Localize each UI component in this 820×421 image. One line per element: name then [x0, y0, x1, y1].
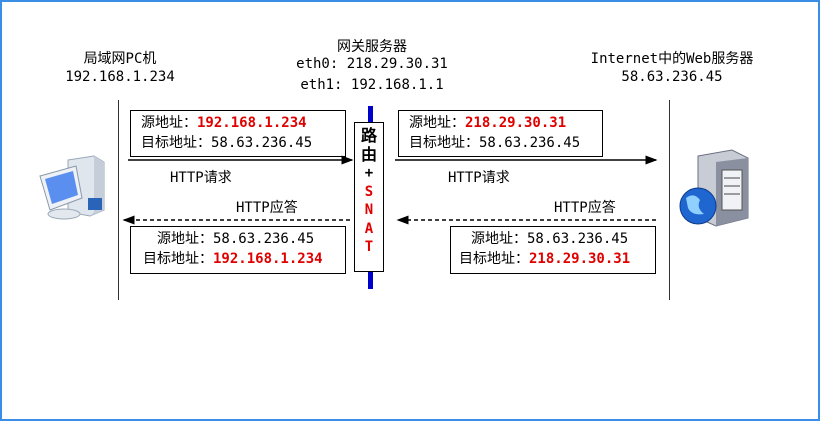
left-host-title: 局域网PC机: [83, 51, 157, 67]
nat-char: N: [364, 202, 374, 218]
src-ip: 218.29.30.31: [465, 115, 567, 131]
src-label: 源地址：: [157, 231, 213, 247]
nat-box: 路 由 + S N A T: [354, 122, 384, 272]
dst-ip: 218.29.30.31: [529, 251, 631, 267]
left-host-ip: 192.168.1.234: [65, 69, 175, 85]
nat-char: 路: [360, 126, 377, 145]
request-right-box: 源地址：218.29.30.31 目标地址：58.63.236.45: [398, 110, 603, 157]
dst-label: 目标地址：: [409, 135, 479, 151]
dst-ip: 58.63.236.45: [211, 135, 313, 151]
src-label: 源地址：: [409, 115, 465, 131]
src-ip: 58.63.236.45: [213, 231, 315, 247]
dst-label: 目标地址：: [459, 251, 529, 267]
src-label: 源地址：: [141, 115, 197, 131]
http-response-label-left: HTTP应答: [236, 200, 298, 216]
http-request-label-right: HTTP请求: [448, 170, 510, 186]
nat-char: T: [364, 239, 374, 255]
nat-char: +: [364, 165, 374, 181]
gateway-title: 网关服务器: [337, 39, 407, 55]
right-host-ip: 58.63.236.45: [621, 69, 723, 85]
pc-icon: [39, 155, 105, 220]
server-icon: [679, 149, 749, 227]
http-response-label-right: HTTP应答: [554, 200, 616, 216]
gateway-eth1: eth1: 192.168.1.1: [300, 77, 444, 93]
dst-label: 目标地址：: [141, 135, 211, 151]
src-label: 源地址：: [471, 231, 527, 247]
dst-ip: 192.168.1.234: [213, 251, 323, 267]
dst-ip: 58.63.236.45: [479, 135, 581, 151]
gateway-eth0: eth0: 218.29.30.31: [296, 56, 448, 72]
src-ip: 192.168.1.234: [197, 115, 307, 131]
right-host-line: [669, 100, 670, 300]
src-ip: 58.63.236.45: [527, 231, 629, 247]
response-left-box: 源地址：58.63.236.45 目标地址：192.168.1.234: [130, 226, 346, 274]
nat-char: A: [364, 220, 374, 237]
dst-label: 目标地址：: [143, 251, 213, 267]
nat-char: 由: [360, 144, 377, 164]
left-host-line: [118, 100, 119, 300]
right-host-title: Internet中的Web服务器: [590, 51, 754, 67]
response-right-box: 源地址：58.63.236.45 目标地址：218.29.30.31: [450, 226, 656, 274]
http-request-label-left: HTTP请求: [170, 170, 232, 186]
request-left-box: 源地址：192.168.1.234 目标地址：58.63.236.45: [130, 110, 346, 157]
nat-char: S: [364, 183, 374, 200]
